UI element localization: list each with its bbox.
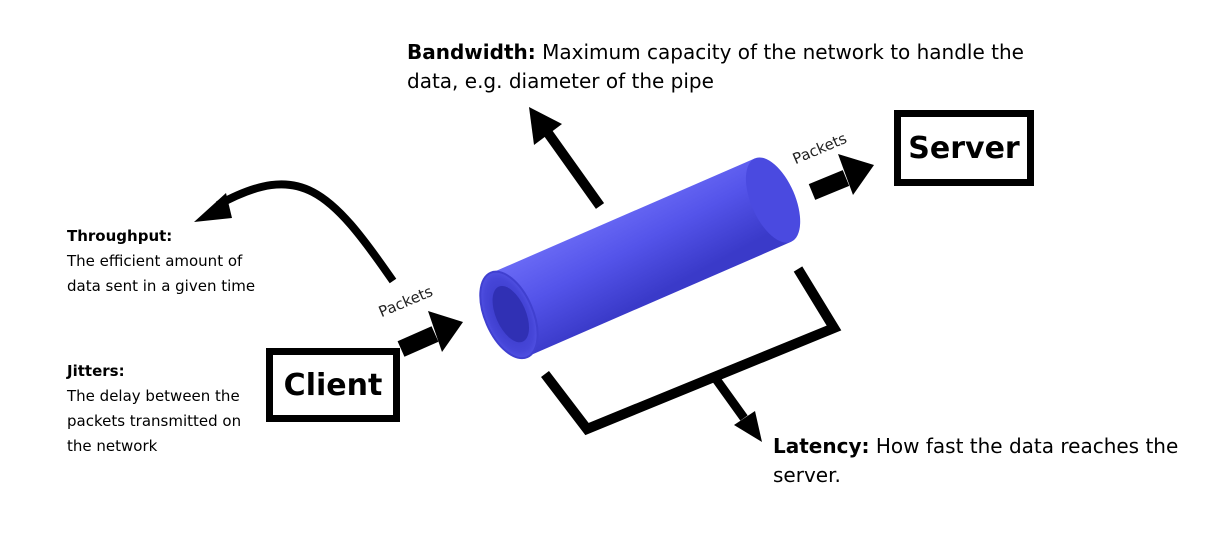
client-packets-arrow <box>397 311 463 357</box>
bandwidth-title: Bandwidth: <box>407 40 536 64</box>
bandwidth-arrow <box>529 107 605 209</box>
jitters-title: Jitters: <box>67 362 125 380</box>
throughput-title: Throughput: <box>67 227 173 245</box>
latency-bracket <box>541 266 842 442</box>
client-box: Client <box>266 348 400 422</box>
pipe <box>479 157 801 360</box>
bandwidth-text: Maximum capacity of the network to handl… <box>407 40 1024 93</box>
server-packets-arrow <box>808 154 874 200</box>
throughput-arrow <box>194 180 397 284</box>
bandwidth-label: Bandwidth: Maximum capacity of the netwo… <box>407 38 1027 96</box>
throughput-label: Throughput: The efficient amount of data… <box>67 224 257 299</box>
jitters-text: The delay between the packets transmitte… <box>67 387 242 455</box>
throughput-text: The efficient amount of data sent in a g… <box>67 252 256 295</box>
latency-title: Latency: <box>773 434 870 458</box>
client-label: Client <box>283 367 383 403</box>
latency-text: How fast the data reaches the server. <box>773 434 1179 487</box>
server-label: Server <box>908 130 1020 166</box>
latency-label: Latency: How fast the data reaches the s… <box>773 432 1193 490</box>
jitters-label: Jitters: The delay between the packets t… <box>67 359 257 459</box>
server-box: Server <box>894 110 1034 186</box>
